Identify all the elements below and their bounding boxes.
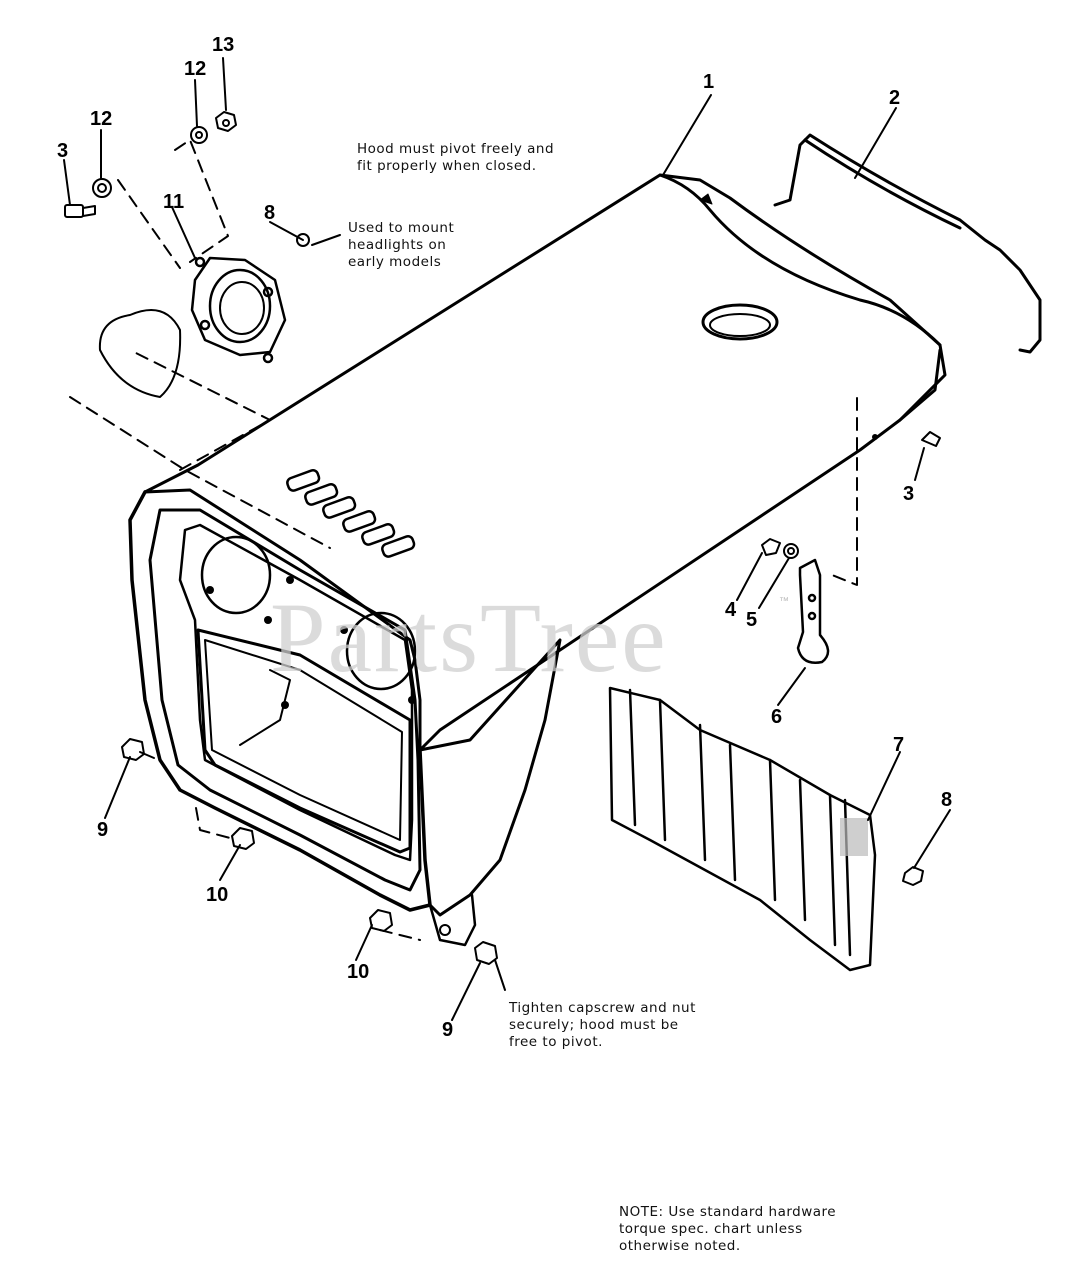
hood-rod-part [773, 133, 1042, 354]
callout-11: 11 [163, 191, 185, 213]
callout-8-top: 8 [264, 202, 276, 224]
hood-part [128, 173, 947, 947]
callout-10-left: 10 [206, 884, 229, 906]
partstree-watermark: PartsTree [270, 582, 668, 693]
callout-13: 13 [212, 34, 235, 56]
watermark-trademark: ™ [779, 596, 789, 607]
headlight-bracket-part [98, 256, 287, 398]
callout-12-top: 12 [184, 58, 207, 80]
callout-3-top: 3 [57, 140, 69, 162]
hood-pivot-note: Hood must pivot freely and fit properly … [357, 141, 555, 174]
grille-screen-part [608, 686, 877, 972]
leader-lines [63, 57, 951, 1021]
callout-9-bottom: 9 [442, 1019, 454, 1041]
latch-part [796, 558, 830, 664]
callout-8-right: 8 [941, 789, 953, 811]
callout-9-left: 9 [97, 819, 109, 841]
callout-3-right: 3 [903, 483, 915, 505]
callout-4: 4 [725, 599, 737, 621]
hardware-parts [64, 111, 941, 965]
callout-10-bottom: 10 [347, 961, 370, 983]
callout-6: 6 [771, 706, 783, 728]
callout-7: 7 [893, 734, 905, 756]
assembly-lines [69, 139, 858, 941]
capscrew-note: Tighten capscrew and nut securely; hood … [509, 1000, 696, 1050]
callout-12-left: 12 [90, 108, 113, 130]
callout-1: 1 [703, 71, 715, 93]
headlight-mount-note: Used to mount headlights on early models [348, 220, 455, 270]
hardware-torque-note: NOTE: Use standard hardware torque spec.… [619, 1204, 837, 1254]
callout-2: 2 [889, 87, 901, 109]
callout-5: 5 [746, 609, 758, 631]
